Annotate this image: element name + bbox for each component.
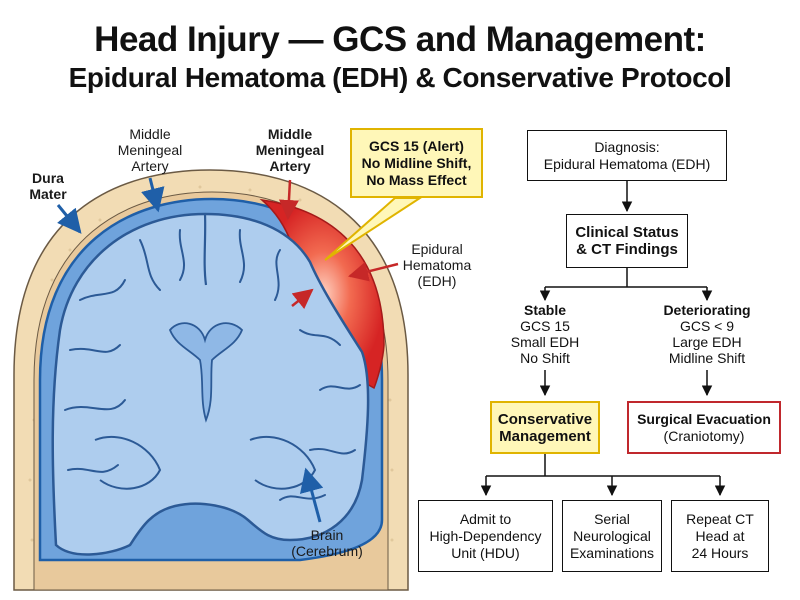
- dura-arrow: [56, 204, 82, 234]
- label-dura-mater: Dura Mater: [18, 170, 78, 202]
- mma-left-line-2: Meningeal: [117, 142, 183, 158]
- deteriorating-line-3: Midline Shift: [668, 350, 746, 366]
- page-title: Head Injury — GCS and Management:: [94, 20, 706, 59]
- flow-connectors: [480, 181, 726, 497]
- stable-line-1: GCS 15: [520, 318, 570, 334]
- surgical-line-2: (Craniotomy): [663, 427, 745, 444]
- temporal-lobe-left: [94, 435, 162, 490]
- diagnosis-line-1: Diagnosis:: [594, 138, 660, 155]
- surgical-line-1: Surgical Evacuation: [637, 410, 771, 427]
- midline-fissure: [203, 213, 208, 286]
- stable-line-3: No Shift: [520, 350, 570, 366]
- mma-left-line-3: Artery: [131, 158, 169, 174]
- mma-left-line-1: Middle: [129, 126, 171, 142]
- label-epidural-hematoma: Epidural Hematoma (EDH): [392, 241, 482, 289]
- callout-line-3: No Mass Effect: [366, 171, 467, 188]
- deteriorating-heading: Deteriorating: [663, 302, 751, 318]
- callout-line-2: No Midline Shift,: [361, 154, 472, 171]
- dura-line-1: Dura: [32, 170, 64, 186]
- label-mma-right: Middle Meningeal Artery: [240, 126, 340, 174]
- edh-line-1: Epidural: [411, 241, 463, 257]
- callout-line-1: GCS 15 (Alert): [369, 137, 464, 154]
- edh-line-3: (EDH): [417, 273, 457, 289]
- edh-line-2: Hematoma: [402, 257, 472, 273]
- diagnosis-line-2: Epidural Hematoma (EDH): [543, 155, 711, 172]
- outcome-2-line-1: Serial: [594, 510, 630, 527]
- outcome-3-line-3: 24 Hours: [691, 544, 749, 561]
- conservative-line-2: Management: [499, 427, 591, 445]
- stable-heading: Stable: [523, 302, 566, 318]
- brain-arrow: [300, 467, 324, 523]
- edh-small-arrow: [291, 288, 314, 310]
- deteriorating-branch: Deteriorating GCS < 9 Large EDH Midline …: [647, 302, 767, 366]
- brain-line-1: Brain: [310, 527, 344, 543]
- surgical-evacuation-box: Surgical Evacuation (Craniotomy): [627, 401, 781, 454]
- mma-right-arrow: [278, 179, 299, 220]
- conservative-management-box: Conservative Management: [490, 401, 600, 454]
- deteriorating-line-1: GCS < 9: [679, 318, 735, 334]
- stable-branch: Stable GCS 15 Small EDH No Shift: [495, 302, 595, 366]
- clinical-status-box: Clinical Status & CT Findings: [566, 214, 688, 268]
- outcome-1-line-1: Admit to: [459, 510, 512, 527]
- clinical-line-1: Clinical Status: [575, 224, 679, 241]
- mma-right-line-1: Middle: [267, 126, 313, 142]
- brain-line-2: (Cerebrum): [291, 543, 363, 559]
- edh-arrow: [348, 261, 399, 282]
- outcome-serial-neuro-box: Serial Neurological Examinations: [562, 500, 662, 572]
- mma-right-line-3: Artery: [269, 158, 311, 174]
- deteriorating-line-2: Large EDH: [672, 334, 742, 350]
- outcome-admit-hdu-box: Admit to High-Dependency Unit (HDU): [418, 500, 553, 572]
- outcome-3-line-1: Repeat CT: [686, 510, 754, 527]
- brain-sulci: [64, 229, 361, 501]
- callout-pointer: [324, 197, 424, 261]
- mma-right-line-2: Meningeal: [255, 142, 325, 158]
- page-subtitle: Epidural Hematoma (EDH) & Conservative P…: [68, 62, 732, 93]
- outcome-1-line-2: High-Dependency: [429, 527, 542, 544]
- dura-line-2: Mater: [29, 186, 67, 202]
- mma-left-arrow: [141, 177, 165, 213]
- diagnosis-box: Diagnosis: Epidural Hematoma (EDH): [527, 130, 727, 181]
- outcome-2-line-2: Neurological: [573, 527, 651, 544]
- outcome-3-line-2: Head at: [695, 527, 745, 544]
- outcome-1-line-3: Unit (HDU): [451, 544, 520, 561]
- conservative-line-1: Conservative: [497, 410, 593, 428]
- label-mma-left: Middle Meningeal Artery: [100, 126, 200, 174]
- label-brain: Brain (Cerebrum): [282, 527, 372, 559]
- outcome-2-line-3: Examinations: [569, 544, 655, 561]
- ventricles: [168, 322, 244, 423]
- stable-line-2: Small EDH: [510, 334, 580, 350]
- clinical-line-2: & CT Findings: [576, 241, 678, 258]
- outcome-repeat-ct-box: Repeat CT Head at 24 Hours: [671, 500, 769, 572]
- gcs-callout: GCS 15 (Alert) No Midline Shift, No Mass…: [350, 128, 483, 198]
